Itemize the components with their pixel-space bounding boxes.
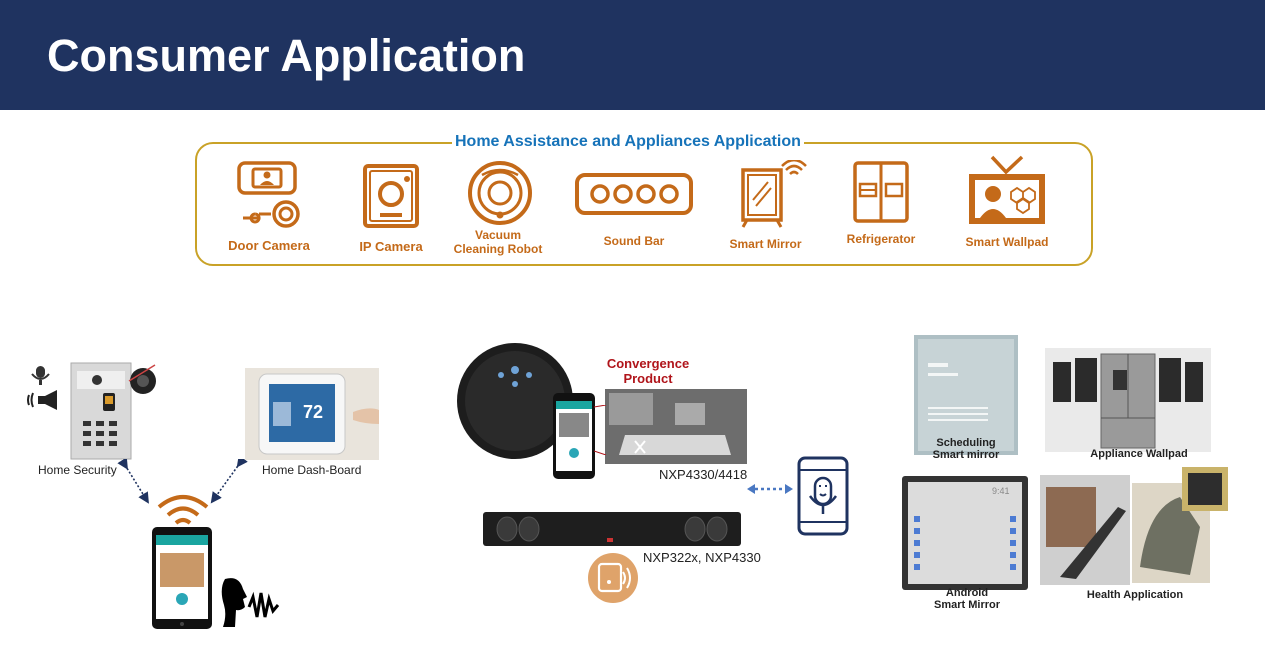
thermostat-reading: 72 [303, 402, 323, 422]
voice-assistant-phone-icon [797, 456, 849, 536]
door-camera-label: Door Camera [228, 238, 310, 253]
door-intercom-image [69, 361, 163, 461]
robot-vacuum-image [453, 340, 577, 462]
appliances-title: Home Assistance and Appliances Applicati… [452, 133, 804, 151]
wifi-icon [155, 493, 211, 527]
microphone-icon [29, 366, 53, 386]
smart-mirror-icon [738, 160, 810, 228]
thermostat-image: 72 [245, 368, 379, 460]
android-mirror-label: Android Smart Mirror [917, 587, 1017, 611]
connector-lines [594, 405, 608, 455]
scheduling-mirror-image [914, 335, 1018, 455]
chip-label-2: NXP322x, NXP4330 [643, 550, 761, 565]
android-line1: Android [945, 587, 989, 599]
chip-label-1: NXP4330/4418 [659, 467, 748, 482]
convergence-label: Convergence Product [598, 356, 698, 386]
dotted-arrows-left [108, 459, 248, 509]
smart-mirror-label: Smart Mirror [729, 237, 802, 251]
sound-bar-icon [574, 172, 694, 216]
voice-speaking-icon [221, 577, 281, 629]
header-bar: Consumer Application [0, 0, 1265, 110]
smartphone-image [151, 527, 213, 630]
home-security-label: Home Security [38, 463, 117, 477]
android-mirror-image: 9:41 [902, 476, 1028, 590]
speaker-icon [27, 389, 61, 411]
ip-camera-label: IP Camera [359, 239, 423, 254]
smart-wallpad-label: Smart Wallpad [965, 235, 1049, 249]
health-application-label: Health Application [1086, 589, 1184, 601]
camera-feed-image [605, 389, 747, 464]
touch-sensor-icon [587, 552, 639, 604]
vacuum-robot-icon [467, 160, 533, 226]
vacuum-label: Vacuum Cleaning Robot [440, 228, 556, 256]
ip-camera-icon [362, 163, 422, 229]
android-line2: Smart Mirror [933, 599, 1001, 611]
scheduling-line2: Smart mirror [932, 449, 1000, 461]
home-dashboard-label: Home Dash-Board [262, 463, 362, 477]
soundbar-image [483, 510, 741, 548]
smart-wallpad-icon [966, 154, 1048, 228]
vacuum-label-line2: Cleaning Robot [453, 242, 543, 256]
refrigerator-label: Refrigerator [846, 232, 916, 246]
vacuum-label-line1: Vacuum [474, 228, 522, 242]
tablet-time: 9:41 [992, 486, 1010, 496]
health-application-image [1040, 467, 1230, 587]
convergence-line1: Convergence [606, 356, 690, 371]
convergence-line2: Product [623, 371, 673, 386]
convergence-phone-image [553, 393, 595, 479]
appliance-wallpad-image [1045, 348, 1211, 452]
page-title: Consumer Application [47, 30, 526, 81]
door-camera-icon [233, 160, 303, 230]
dotted-arrow-center [747, 482, 793, 496]
scheduling-label: Scheduling Smart mirror [916, 437, 1016, 461]
scheduling-line1: Scheduling [936, 437, 996, 449]
refrigerator-icon [852, 160, 910, 224]
sound-bar-label: Sound Bar [603, 234, 665, 248]
appliance-wallpad-label: Appliance Wallpad [1090, 448, 1188, 460]
